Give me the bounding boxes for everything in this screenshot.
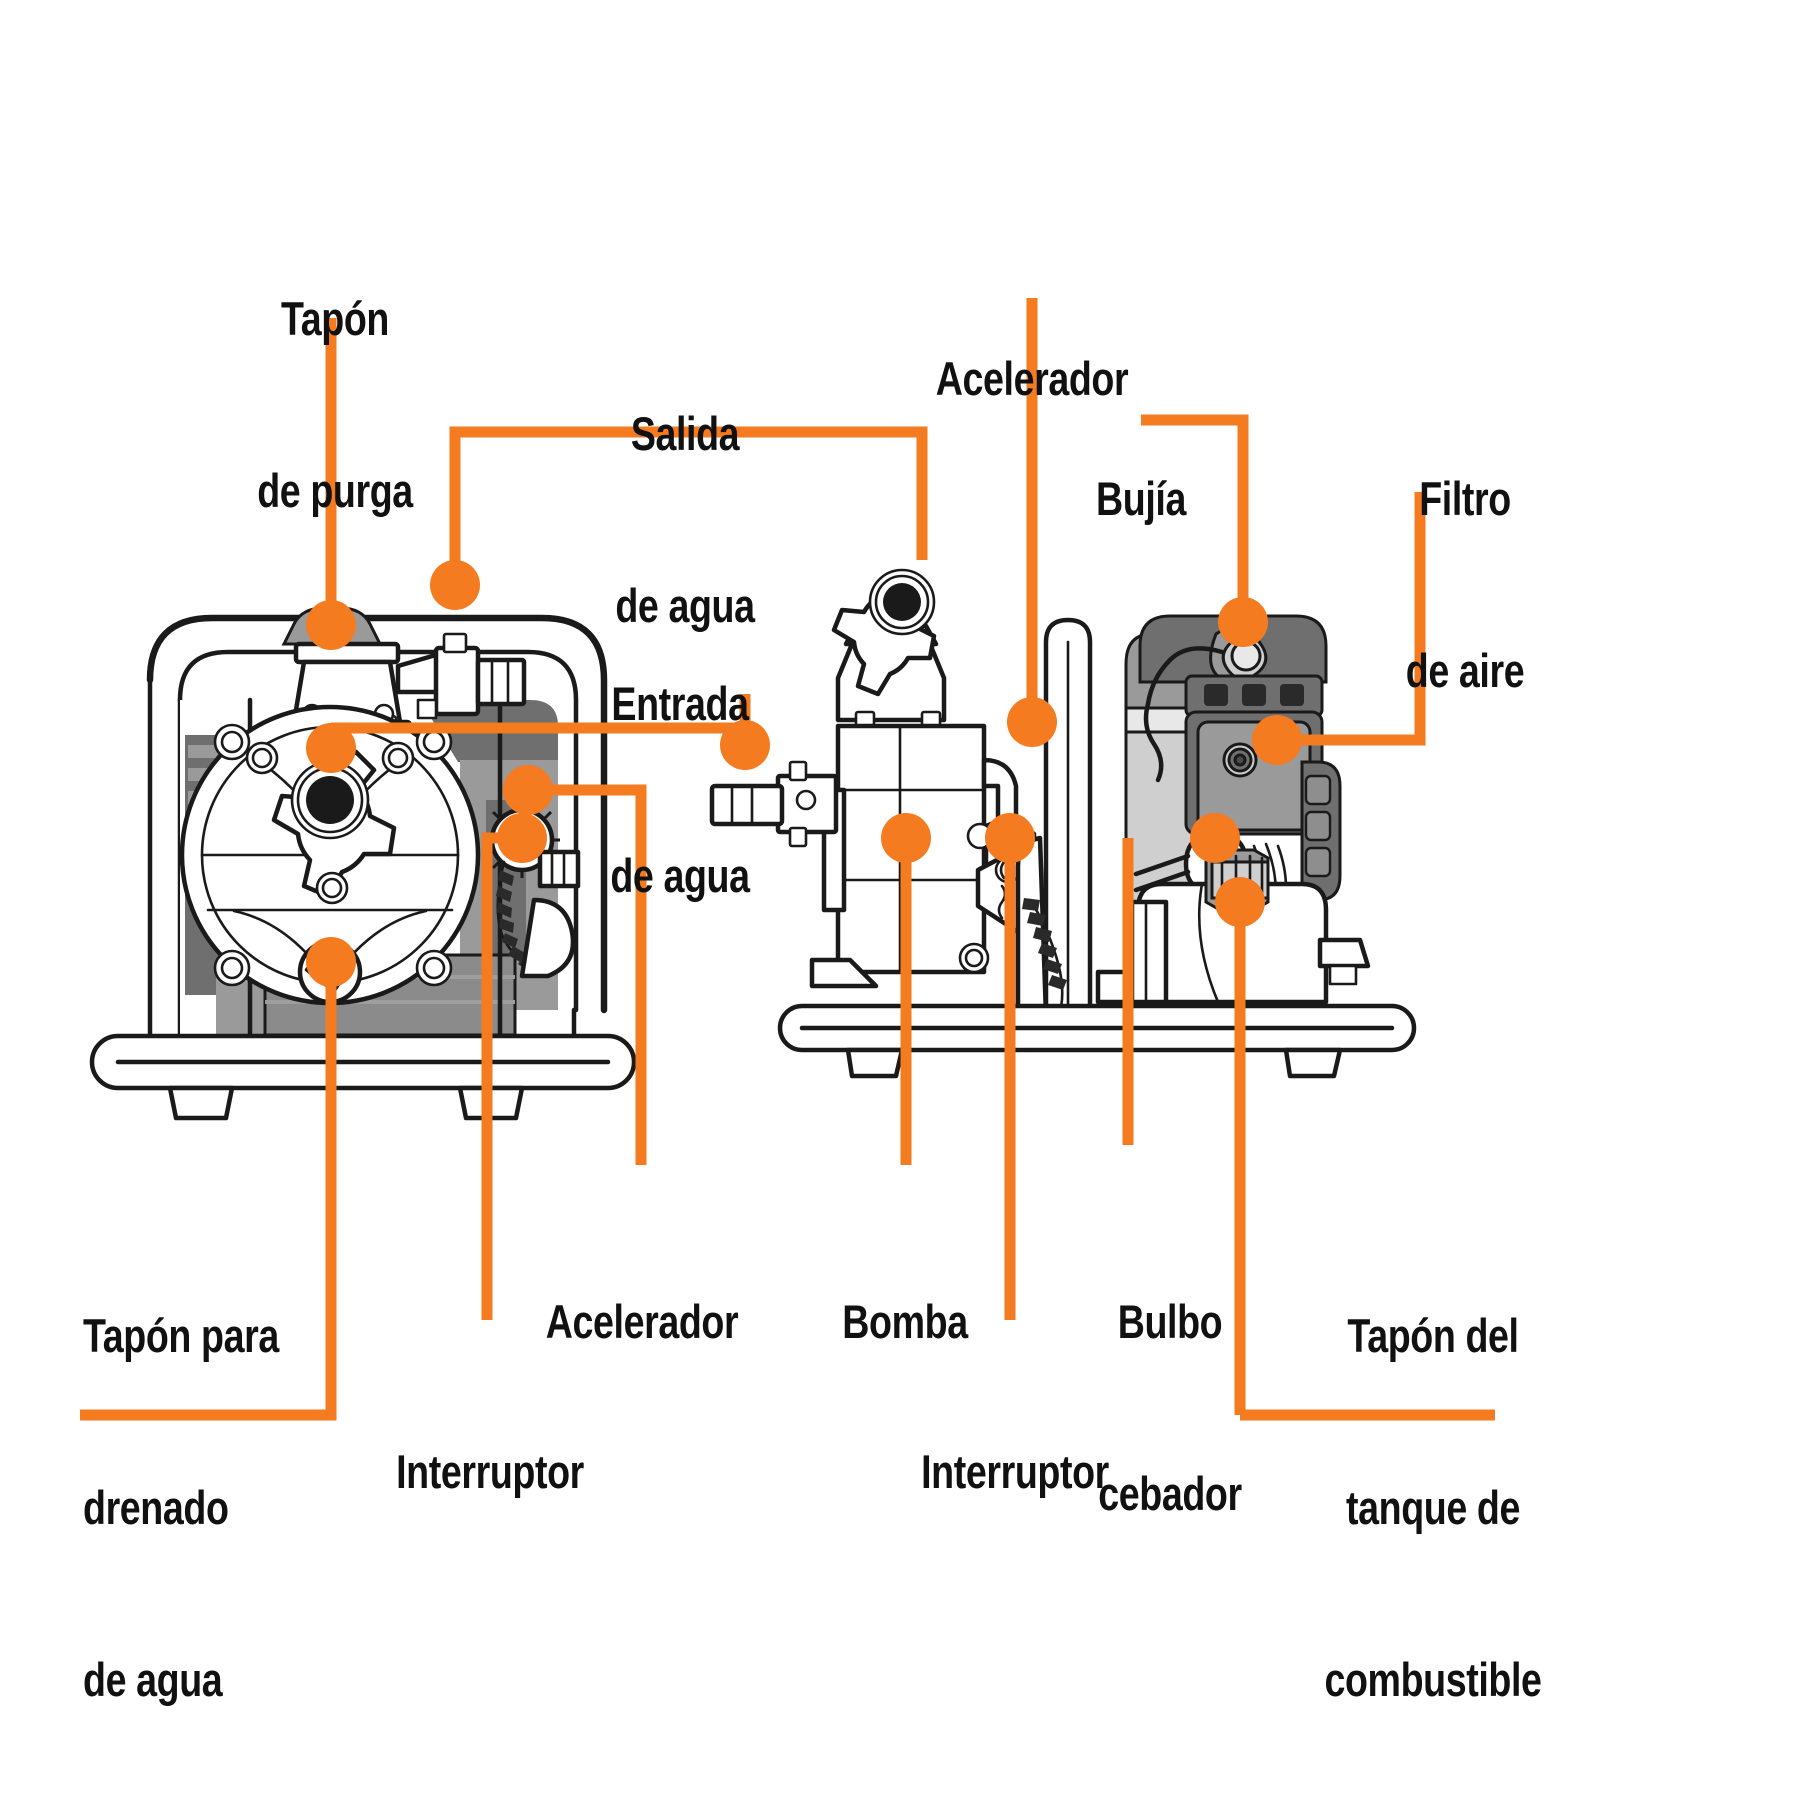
dot-tapon-combustible [1215, 877, 1265, 927]
callout-salida-de-agua: Salida de agua [581, 290, 789, 749]
callout-line: Bulbo [1117, 1294, 1223, 1348]
callout-acelerador-inferior: Acelerador [514, 1178, 770, 1465]
callout-acelerador-superior: Acelerador [904, 235, 1160, 522]
callout-line: tanque de [1346, 1480, 1520, 1534]
callout-line: Interruptor [396, 1444, 584, 1498]
callout-line: Filtro [1419, 471, 1511, 525]
callout-dots [306, 560, 1302, 987]
callout-line: Acelerador [935, 351, 1129, 405]
callout-interruptor-izquierdo: Interruptor [362, 1328, 618, 1615]
callout-line: Entrada [611, 676, 749, 730]
leader-acelerador-inferior [528, 784, 647, 1165]
callout-bomba: Bomba [813, 1178, 997, 1465]
callout-tapon-del-tanque-de-combustible: Tapón del tanque de combustible [1293, 1192, 1573, 1800]
dot-interruptor-izq [497, 813, 547, 863]
dot-entrada-de-agua [720, 720, 770, 770]
callout-entrada-de-agua: Entrada de agua [552, 560, 808, 1019]
dot-bulbo-cebador [1190, 813, 1240, 863]
callout-line: drenado [83, 1480, 229, 1534]
callout-line: Tapón del [1347, 1308, 1519, 1362]
dot-tapon-drenado [306, 937, 356, 987]
dot-salida-de-agua [430, 560, 480, 610]
callout-line: Tapón para [83, 1308, 279, 1362]
callout-line: combustible [1324, 1652, 1542, 1706]
callout-bujia: Bujía [1069, 355, 1213, 642]
callout-line: de purga [257, 463, 413, 517]
callout-line: de agua [615, 578, 755, 632]
dot-bujia [1218, 597, 1268, 647]
callout-line: Bomba [842, 1294, 968, 1348]
dot-tapon-de-purga [306, 600, 356, 650]
dot-bomba [881, 813, 931, 863]
callout-line: de aire [1405, 643, 1525, 697]
side-view-artwork [709, 568, 1417, 1079]
dot-acelerador-inferior [503, 765, 553, 815]
callout-filtro-de-aire: Filtro de aire [1341, 355, 1589, 814]
callout-leaders [80, 298, 1495, 1421]
callout-line: de agua [83, 1652, 223, 1706]
dot-interruptor-der [985, 813, 1035, 863]
callout-line: cebador [1098, 1466, 1242, 1520]
leader-filtro-de-aire [1277, 492, 1426, 746]
callout-interruptor-derecho: Interruptor [887, 1328, 1143, 1615]
leader-bujia [1141, 414, 1249, 615]
dot-filtro-de-aire [1252, 715, 1302, 765]
callout-line: Acelerador [545, 1294, 739, 1348]
leader-salida-de-agua [449, 426, 928, 585]
callout-line: Salida [630, 406, 740, 460]
dot-entrada-de-agua-pump [306, 723, 356, 773]
dot-acelerador-superior [1007, 697, 1057, 747]
callout-line: de agua [610, 848, 750, 902]
callout-tapon-para-drenado-de-agua: Tapón para drenado de agua [83, 1192, 371, 1800]
callout-line: Tapón [281, 291, 389, 345]
callout-line: Interruptor [921, 1444, 1109, 1498]
leader-tapon-drenado [80, 962, 337, 1421]
callout-bulbo-cebador: Bulbo cebador [1050, 1178, 1290, 1637]
callout-tapon-de-purga: Tapón de purga [231, 175, 439, 634]
callout-line: Bujía [1096, 471, 1186, 525]
